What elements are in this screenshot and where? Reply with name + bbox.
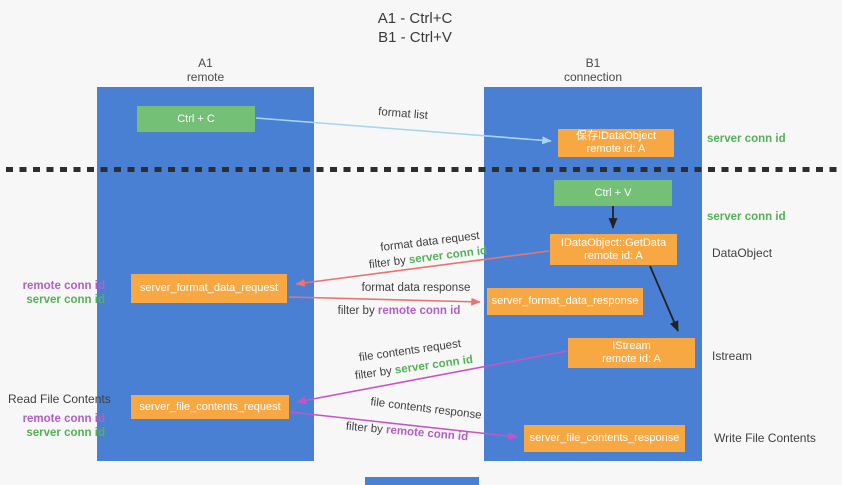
getdata-node: IDataObject::GetData remote id: A [550,234,677,265]
format-data-request-arrow [295,250,550,287]
server-conn-id-annotation: server conn id [26,294,105,306]
dataobject-annotation: DataObject [712,246,773,260]
server-format-data-response-label: server_format_data_response [491,295,639,307]
save-dataobject-line1: 保存IDataObject [575,130,657,142]
remote-conn-id-text: remote conn id [377,305,461,317]
remote-conn-id-annotation: remote conn id [22,280,105,292]
diagram-title: A1 - Ctrl+C B1 - Ctrl+V [290,9,540,47]
machine-boundary-divider [6,167,842,172]
save-dataobject-line2: remote id: A [586,143,646,155]
server-file-contents-request-node: server_file_contents_request [131,395,289,419]
right-column-name: B1 [585,56,601,70]
ctrl-v-label: Ctrl + V [594,186,632,199]
server-conn-id-annotation: server conn id [26,427,105,439]
format-list-arrow [255,117,552,145]
left-column-name: A1 [198,56,213,70]
server-file-contents-response-node: server_file_contents_response [524,425,685,452]
file-contents-request-arrow [296,350,568,405]
istream-line1: IStream [612,340,651,352]
istream-node: IStream remote id: A [568,338,695,368]
getdata-line2: remote id: A [584,249,643,262]
getdata-to-istream-arrow [649,265,679,332]
ctrl-v-node: Ctrl + V [554,180,672,206]
left-column-header: A1 remote [97,56,314,84]
remote-conn-id-annotation: remote conn id [22,413,105,425]
server-format-data-request-label: server_format_data_request [139,282,279,294]
istream-line2: remote id: A [602,353,661,365]
server-file-contents-request-label: server_file_contents_request [139,400,281,413]
read-file-contents-annotation: Read File Contents [8,392,111,406]
server-format-data-request-node: server_format_data_request [131,274,287,303]
server-file-contents-response-label: server_file_contents_response [529,432,680,444]
right-column-header: B1 connection [484,56,702,84]
filter-by-text: filter by [337,305,375,317]
server-conn-id-annotation-top: server conn id [707,133,786,145]
left-conn-id-annotations: remote conn id server conn id [8,279,105,307]
format-data-response-filter-label: filter by remote conn id [338,305,461,317]
istream-annotation: Istream [712,349,753,363]
ctrl-c-label: Ctrl + C [177,112,215,125]
ctrl-c-node: Ctrl + C [137,106,255,132]
format-data-response-label: format data response [361,282,471,294]
write-file-contents-annotation: Write File Contents [714,431,816,445]
server-format-data-response-node: server_format_data_response [487,288,643,315]
save-dataobject-node: 保存IDataObject remote id: A [558,129,674,157]
right-column-subtitle: connection [563,70,623,84]
read-file-annotations: Read File Contents remote conn id server… [8,392,111,440]
left-column-subtitle: remote [186,70,225,84]
title-line-2: B1 - Ctrl+V [378,29,452,46]
file-contents-response-arrow [289,411,518,441]
server-conn-id-annotation-mid: server conn id [707,211,786,223]
format-data-response-arrow [288,296,481,306]
getdata-line1: IDataObject::GetData [560,236,667,249]
title-line-1: A1 - Ctrl+C [377,10,453,27]
partial-blue-element [365,477,479,485]
